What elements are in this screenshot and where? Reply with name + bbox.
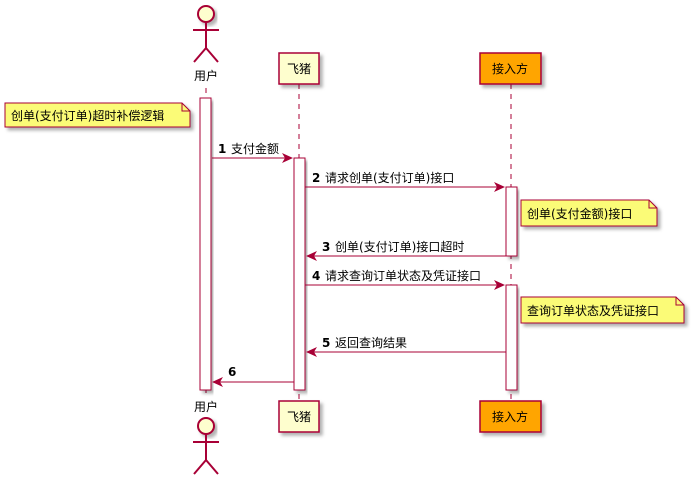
message-label: 创单(支付订单)接口超时 (335, 239, 464, 254)
message-number: 6 (228, 365, 236, 379)
participant-feizhu-bottom: 飞猪 (278, 400, 320, 433)
message-number: 4 (312, 269, 320, 283)
message-6: 6 (212, 365, 294, 387)
message-number: 5 (322, 336, 330, 350)
activation-provider-1 (505, 186, 518, 257)
message-label: 返回查询结果 (335, 336, 407, 350)
message-number: 3 (322, 240, 330, 254)
message-5: 5 返回查询结果 (306, 336, 506, 357)
note-text: 创单(支付金额)接口 (527, 206, 632, 221)
participant-label: 飞猪 (287, 410, 311, 424)
actor-user-bottom: 用户 (193, 399, 219, 475)
participant-provider-bottom: 接入方 (479, 400, 542, 433)
activation-feizhu (293, 157, 306, 391)
message-label: 支付金额 (231, 141, 279, 156)
message-2: 2 请求创单(支付订单)接口 (305, 170, 505, 192)
note-text: 查询订单状态及凭证接口 (527, 303, 659, 318)
message-number: 2 (312, 171, 320, 185)
participant-feizhu-top: 飞猪 (278, 52, 320, 85)
actor-user-label: 用户 (194, 68, 218, 83)
message-3: 3 创单(支付订单)接口超时 (306, 239, 506, 261)
note-query-order: 查询订单状态及凭证接口 (520, 296, 685, 324)
actor-user-top: 用户 (193, 5, 219, 83)
message-1: 1 支付金额 (212, 141, 293, 163)
participant-provider-top: 接入方 (479, 52, 542, 85)
message-label: 请求查询订单状态及凭证接口 (325, 268, 481, 283)
actor-user-label: 用户 (194, 399, 218, 414)
activation-user (199, 97, 212, 391)
participant-label: 接入方 (492, 61, 528, 76)
message-4: 4 请求查询订单状态及凭证接口 (305, 268, 505, 290)
message-label: 请求创单(支付订单)接口 (325, 170, 454, 185)
message-number: 1 (218, 142, 226, 156)
participant-label: 接入方 (492, 409, 528, 424)
note-compensation: 创单(支付订单)超时补偿逻辑 (4, 102, 191, 128)
activation-provider-2 (505, 284, 518, 391)
note-create-order: 创单(支付金额)接口 (520, 199, 658, 227)
note-text: 创单(支付订单)超时补偿逻辑 (11, 108, 164, 123)
participant-label: 飞猪 (287, 62, 311, 76)
